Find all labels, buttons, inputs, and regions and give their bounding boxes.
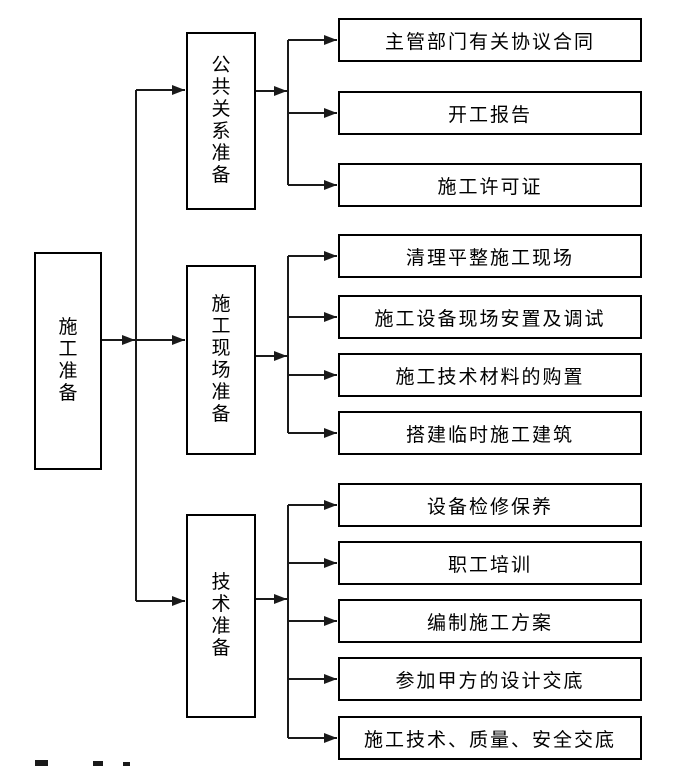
task-box-label: 施工许可证 — [437, 176, 543, 198]
clipped-text-fragment — [35, 760, 48, 766]
branch-box-public-relations: 公共关系准备 — [186, 32, 256, 210]
branch-box-label: 公共关系准备 — [211, 55, 231, 186]
task-box-label: 清理平整施工现场 — [405, 247, 574, 269]
task-box-equipment-placement-debug: 施工设备现场安置及调试 — [338, 295, 642, 339]
branch-box-site-preparation: 施工现场准备 — [186, 265, 256, 455]
task-box-temporary-buildings: 搭建临时施工建筑 — [338, 411, 642, 455]
task-box-label: 开工报告 — [447, 104, 532, 126]
task-box-label: 设备检修保养 — [426, 496, 553, 518]
task-box-tech-quality-safety-disclosure: 施工技术、质量、安全交底 — [338, 716, 642, 760]
task-box-construction-plan: 编制施工方案 — [338, 599, 642, 643]
branch-box-label: 技术准备 — [211, 572, 231, 659]
branch-box-technical-preparation: 技术准备 — [186, 514, 256, 718]
task-box-label: 主管部门有关协议合同 — [384, 31, 595, 53]
clipped-text-fragment — [93, 761, 103, 766]
task-box-label: 搭建临时施工建筑 — [405, 424, 574, 446]
task-box-label: 施工设备现场安置及调试 — [374, 308, 606, 330]
task-box-label: 施工技术材料的购置 — [395, 366, 585, 388]
task-box-authority-agreements: 主管部门有关协议合同 — [338, 18, 642, 62]
task-box-equipment-maintenance: 设备检修保养 — [338, 483, 642, 527]
task-box-purchase-materials: 施工技术材料的购置 — [338, 353, 642, 397]
task-box-construction-permit: 施工许可证 — [338, 163, 642, 207]
task-box-label: 职工培训 — [447, 554, 532, 576]
task-box-clear-level-site: 清理平整施工现场 — [338, 234, 642, 278]
branch-box-label: 施工现场准备 — [211, 294, 231, 425]
task-box-label: 参加甲方的设计交底 — [395, 670, 585, 692]
task-box-design-disclosure: 参加甲方的设计交底 — [338, 657, 642, 701]
task-box-label: 施工技术、质量、安全交底 — [363, 729, 616, 751]
root-box-construction-preparation: 施工准备 — [34, 252, 102, 470]
root-box-label: 施工准备 — [58, 317, 78, 404]
task-box-commencement-report: 开工报告 — [338, 91, 642, 135]
clipped-text-fragment — [123, 762, 130, 766]
task-box-staff-training: 职工培训 — [338, 541, 642, 585]
task-box-label: 编制施工方案 — [426, 612, 553, 634]
